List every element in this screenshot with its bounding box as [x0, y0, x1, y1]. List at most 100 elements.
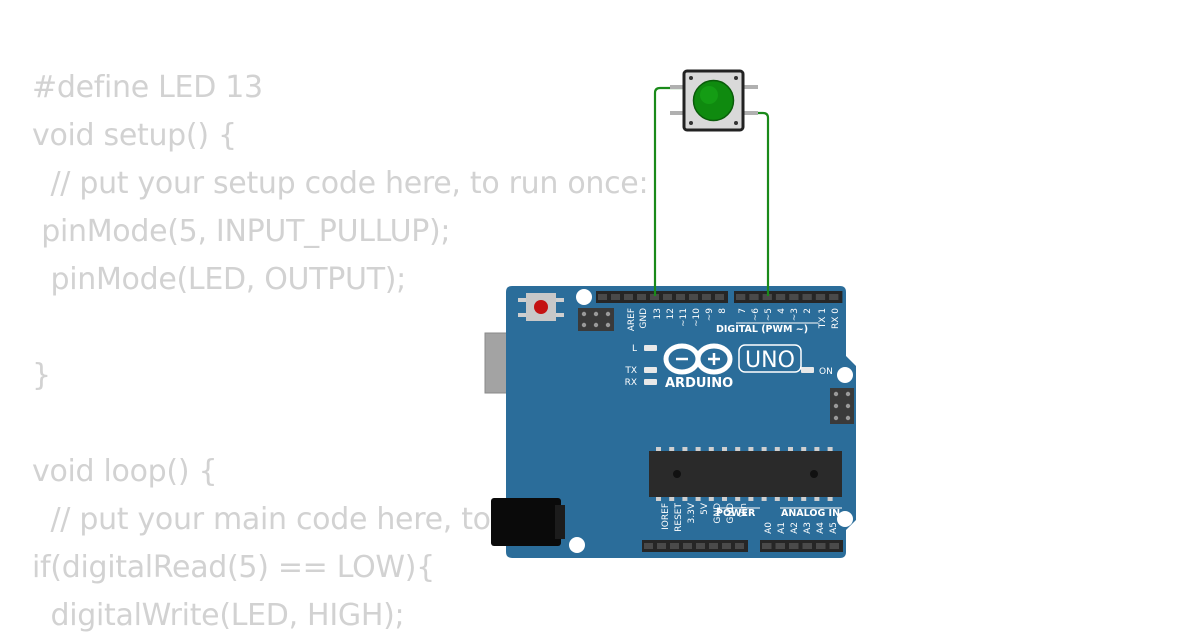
code-line: // put your setup code here, to run once… — [32, 166, 649, 201]
led-tx — [644, 367, 657, 373]
header-pin[interactable] — [657, 543, 666, 549]
mounting-hole — [837, 367, 853, 383]
digital-pin-label: AREF — [627, 308, 637, 331]
digital-pin-label: 7 — [738, 308, 748, 314]
header-pin[interactable] — [816, 543, 826, 549]
header-pin[interactable] — [762, 543, 772, 549]
header-pin[interactable] — [670, 543, 679, 549]
digital-pin-label: GND — [639, 308, 649, 329]
atmega-chip — [649, 451, 842, 497]
led-l-label: L — [632, 344, 637, 354]
digital-pin-label: 13 — [653, 308, 663, 319]
code-line: } — [32, 358, 51, 393]
header-pin[interactable] — [598, 294, 607, 300]
header-pin[interactable] — [650, 294, 659, 300]
header-pin[interactable] — [676, 294, 685, 300]
analog-pin-label: A0 — [764, 522, 774, 534]
header-pin[interactable] — [749, 294, 759, 300]
icsp-header — [578, 308, 614, 331]
digital-pin-label: ~5 — [764, 308, 774, 321]
digital-pin-label: 8 — [718, 308, 728, 314]
code-line: pinMode(LED, OUTPUT); — [32, 262, 406, 297]
header-pin[interactable] — [624, 294, 633, 300]
digital-pin-label: RX 0 — [831, 308, 841, 329]
header-pin[interactable] — [715, 294, 724, 300]
header-pin[interactable] — [644, 543, 653, 549]
header-pin[interactable] — [802, 294, 812, 300]
power-pin-label: 5V — [700, 502, 710, 515]
code-line: void loop() { — [32, 454, 218, 489]
header-pin[interactable] — [775, 294, 786, 300]
header-pin[interactable] — [702, 294, 711, 300]
pushbutton[interactable] — [670, 69, 758, 132]
wire-pin5-to-button — [744, 111, 770, 296]
power-header — [642, 540, 748, 552]
header-pin[interactable] — [775, 543, 786, 549]
digital-header — [596, 291, 728, 303]
arduino-logo-icon — [663, 343, 733, 375]
header-pin[interactable] — [829, 294, 839, 300]
led-on-label: ON — [819, 367, 833, 377]
digital-header — [734, 291, 843, 303]
header-pin[interactable] — [762, 294, 772, 300]
power-pin-label: IOREF — [661, 503, 671, 530]
mounting-hole — [837, 511, 853, 527]
code-line: void setup() { — [32, 118, 237, 153]
analog-header — [760, 540, 843, 552]
digital-pin-label: ~6 — [751, 308, 761, 322]
analog-pin-label: A1 — [777, 522, 787, 534]
brand-label: ARDUINO — [665, 376, 733, 391]
power-pin-label: Vin — [739, 503, 749, 517]
power-label: POWER — [716, 508, 756, 519]
header-pin[interactable] — [722, 543, 731, 549]
analog-pin-label: A5 — [829, 522, 839, 534]
power-pin-label: GND — [713, 503, 723, 524]
header-pin[interactable] — [789, 294, 799, 300]
led-rx-label: RX — [625, 378, 637, 388]
digital-pin-label: 2 — [803, 308, 813, 314]
digital-pin-label: ~9 — [705, 308, 715, 322]
power-pin-label: GND — [726, 503, 736, 524]
header-pin[interactable] — [637, 294, 646, 300]
code-line: if(digitalRead(5) == LOW){ — [32, 550, 435, 585]
header-pin[interactable] — [696, 543, 705, 549]
analog-pin-label: A2 — [790, 522, 800, 534]
digital-label: DIGITAL (PWM ~) — [716, 324, 808, 335]
mounting-hole — [569, 537, 585, 553]
header-pin[interactable] — [815, 294, 826, 300]
code-line: pinMode(5, INPUT_PULLUP); — [32, 214, 451, 249]
digital-pin-label: ~10 — [692, 308, 702, 327]
digital-pin-label: TX 1 — [818, 308, 828, 329]
analog-label: ANALOG IN — [781, 508, 840, 519]
led-tx-label: TX — [624, 366, 637, 376]
digital-pin-label: ~3 — [790, 308, 800, 321]
power-pin-label: 3.3V — [687, 502, 697, 523]
header-pin[interactable] — [683, 543, 692, 549]
header-pin[interactable] — [829, 543, 840, 549]
mounting-hole — [576, 289, 592, 305]
header-pin[interactable] — [709, 543, 718, 549]
header-pin[interactable] — [789, 543, 799, 549]
digital-pin-label: 12 — [666, 308, 676, 319]
header-pin[interactable] — [663, 294, 672, 300]
code-line: digitalWrite(LED, HIGH); — [32, 598, 405, 633]
icsp-header — [830, 388, 854, 424]
analog-pin-label: A3 — [803, 522, 813, 534]
analog-pin-label: A4 — [816, 522, 826, 534]
led-l — [644, 345, 657, 351]
led-on — [801, 367, 814, 373]
header-pin[interactable] — [736, 294, 746, 300]
led-rx — [644, 379, 657, 385]
header-pin[interactable] — [689, 294, 698, 300]
header-pin[interactable] — [735, 543, 744, 549]
header-pin[interactable] — [802, 543, 813, 549]
code-line: #define LED 13 — [32, 70, 263, 105]
model-label: UNO — [745, 348, 795, 373]
wire-gnd-to-button — [653, 86, 683, 296]
digital-pin-label: 4 — [777, 308, 787, 314]
header-pin[interactable] — [611, 294, 620, 300]
power-jack — [491, 498, 561, 546]
power-pin-label: RESET — [674, 503, 684, 532]
